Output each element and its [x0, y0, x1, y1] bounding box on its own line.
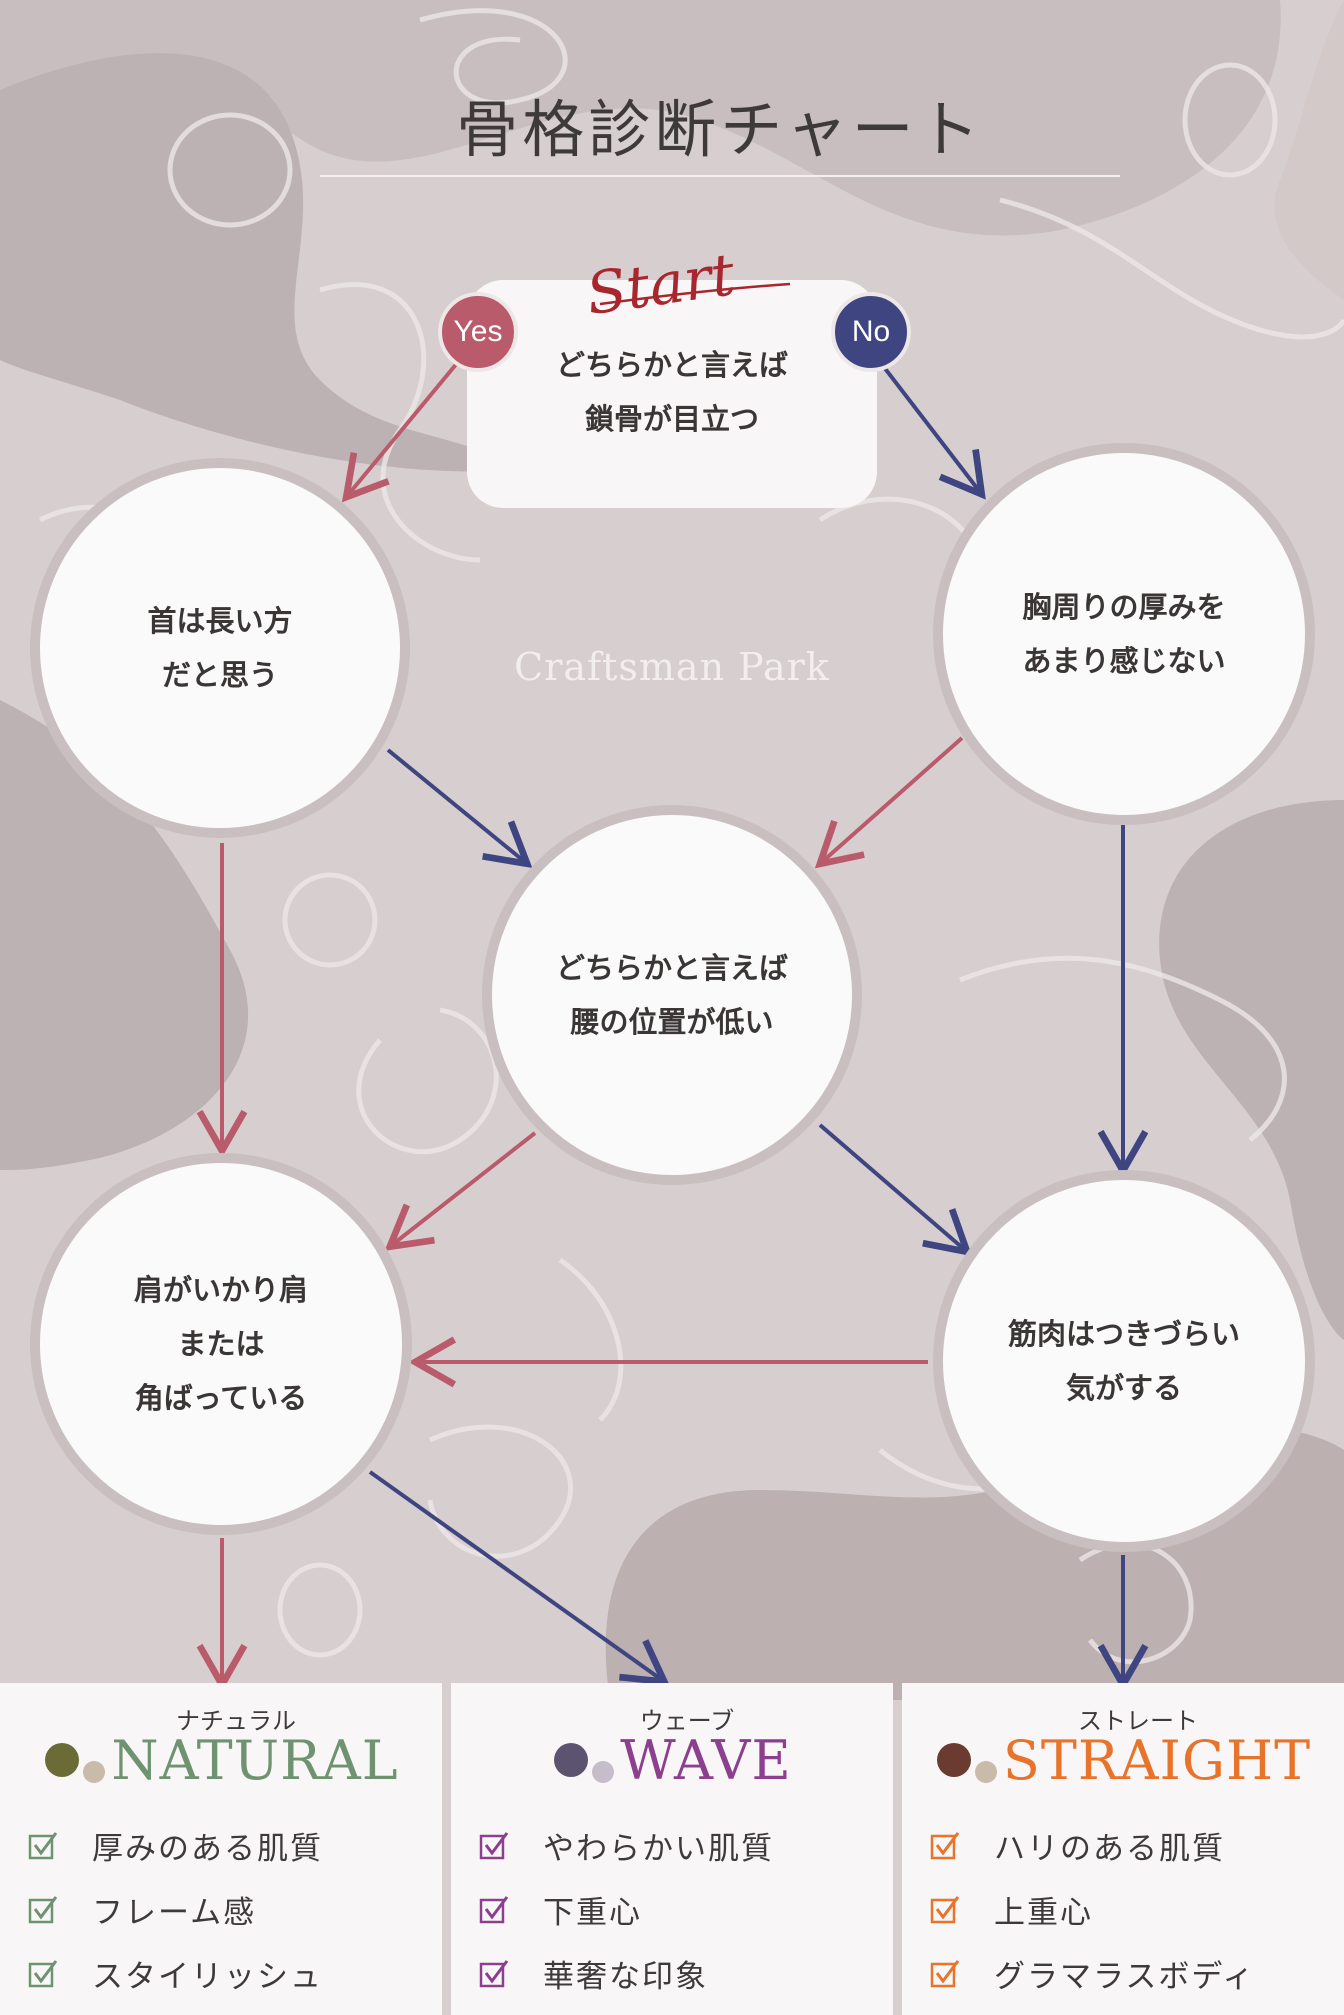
- dot-small: [974, 1760, 997, 1783]
- question-line: または: [177, 1327, 265, 1361]
- feature-item: フレーム感: [28, 1877, 323, 1941]
- color-dots: [43, 1731, 106, 1791]
- feature-list: やわらかい肌質 下重心 華奢な印象: [479, 1813, 774, 2005]
- dot-big: [554, 1742, 589, 1777]
- feature-item: ハリのある肌質: [930, 1813, 1255, 1877]
- result-type-name: NATURAL: [111, 1729, 399, 1792]
- yes-badge: Yes: [438, 292, 518, 372]
- feature-item: やわらかい肌質: [479, 1813, 774, 1877]
- feature-text: フレーム感: [92, 1894, 257, 1931]
- feature-text: グラマラスボディ: [994, 1958, 1256, 1995]
- question-line: だと思う: [161, 658, 278, 692]
- question-chest-text: 胸周りの厚みを あまり感じない: [1022, 580, 1225, 688]
- question-line: あまり感じない: [1022, 644, 1226, 678]
- checkbox-icon: [28, 1832, 58, 1860]
- question-chest: 胸周りの厚みを あまり感じない: [933, 443, 1315, 825]
- no-badge: No: [831, 292, 911, 372]
- result-kana: ウェーブ: [639, 1707, 735, 1735]
- color-dots: [552, 1731, 615, 1791]
- question-waist-text: どちらかと言えば 腰の位置が低い: [556, 941, 788, 1049]
- result-panel-wave: ウェーブ WAVE やわらかい肌質 下重心 華奢な印象: [451, 1683, 893, 2015]
- start-question-line: 鎖骨が目立つ: [584, 402, 759, 436]
- dot-small: [83, 1760, 106, 1783]
- feature-item: 厚みのある肌質: [28, 1813, 323, 1877]
- start-question-line: どちらかと言えば: [555, 348, 788, 382]
- result-heading: WAVE: [451, 1729, 893, 1792]
- question-neck-text: 首は長い方 だと思う: [147, 594, 292, 702]
- feature-item: スタイリッシュ: [28, 1941, 323, 2005]
- result-panel-straight: ストレート STRAIGHT ハリのある肌質 上重心 グラマラスボディ: [902, 1683, 1344, 2015]
- question-shoulder-text: 肩がいかり肩 または 角ばっている: [134, 1263, 308, 1425]
- feature-text: スタイリッシュ: [92, 1958, 323, 1995]
- checkbox-icon: [930, 1960, 960, 1988]
- checkbox-icon: [930, 1896, 960, 1924]
- question-muscle: 筋肉はつきづらい 気がする: [933, 1170, 1315, 1552]
- brand-watermark: Craftsman Park: [514, 645, 830, 689]
- question-line: 胸周りの厚みを: [1022, 590, 1226, 624]
- start-label: Start: [582, 240, 791, 320]
- start-label-text: Start: [582, 240, 739, 320]
- question-muscle-text: 筋肉はつきづらい 気がする: [1008, 1307, 1240, 1415]
- chart-title-text: 骨格診断チャート: [456, 93, 984, 166]
- checkbox-icon: [479, 1832, 509, 1860]
- feature-item: 華奢な印象: [479, 1941, 774, 2005]
- question-line: 腰の位置が低い: [570, 1005, 774, 1039]
- checkbox-icon: [479, 1896, 509, 1924]
- question-waist: どちらかと言えば 腰の位置が低い: [482, 805, 862, 1185]
- checkbox-icon: [479, 1960, 509, 1988]
- feature-item: グラマラスボディ: [930, 1941, 1255, 2005]
- feature-text: ハリのある肌質: [994, 1830, 1225, 1867]
- feature-list: 厚みのある肌質 フレーム感 スタイリッシュ: [28, 1813, 323, 2005]
- dot-small: [592, 1760, 615, 1783]
- dot-big: [936, 1742, 971, 1777]
- question-neck: 首は長い方 だと思う: [30, 458, 410, 838]
- question-line: どちらかと言えば: [555, 951, 788, 985]
- result-heading: STRAIGHT: [902, 1729, 1344, 1792]
- result-type-name: STRAIGHT: [1002, 1729, 1312, 1792]
- result-heading: NATURAL: [0, 1729, 442, 1792]
- question-line: 筋肉はつきづらい: [1007, 1317, 1240, 1351]
- checkbox-icon: [930, 1832, 960, 1860]
- dot-big: [45, 1742, 80, 1777]
- checkbox-icon: [28, 1960, 58, 1988]
- feature-text: 華奢な印象: [543, 1958, 708, 1995]
- checkbox-icon: [28, 1896, 58, 1924]
- result-panel-natural: ナチュラル NATURAL 厚みのある肌質 フレーム感 スタイリッシュ: [0, 1683, 442, 2015]
- question-line: 肩がいかり肩: [133, 1273, 308, 1307]
- feature-text: 下重心: [543, 1894, 642, 1931]
- feature-list: ハリのある肌質 上重心 グラマラスボディ: [930, 1813, 1255, 2005]
- result-type-name: WAVE: [620, 1729, 792, 1792]
- question-line: 首は長い方: [147, 604, 293, 638]
- question-shoulder: 肩がいかり肩 または 角ばっている: [30, 1153, 412, 1535]
- result-kana: ストレート: [1078, 1707, 1198, 1735]
- feature-text: 上重心: [994, 1894, 1093, 1931]
- feature-text: 厚みのある肌質: [92, 1830, 323, 1867]
- chart-title: 骨格診断チャート: [320, 85, 1120, 177]
- feature-item: 下重心: [479, 1877, 774, 1941]
- result-kana: ナチュラル: [176, 1707, 296, 1735]
- start-question-box: [467, 280, 877, 508]
- question-line: 気がする: [1065, 1371, 1182, 1405]
- start-question-text: どちらかと言えば 鎖骨が目立つ: [467, 338, 877, 446]
- question-line: 角ばっている: [134, 1381, 308, 1415]
- feature-item: 上重心: [930, 1877, 1255, 1941]
- color-dots: [935, 1731, 997, 1791]
- feature-text: やわらかい肌質: [543, 1830, 774, 1867]
